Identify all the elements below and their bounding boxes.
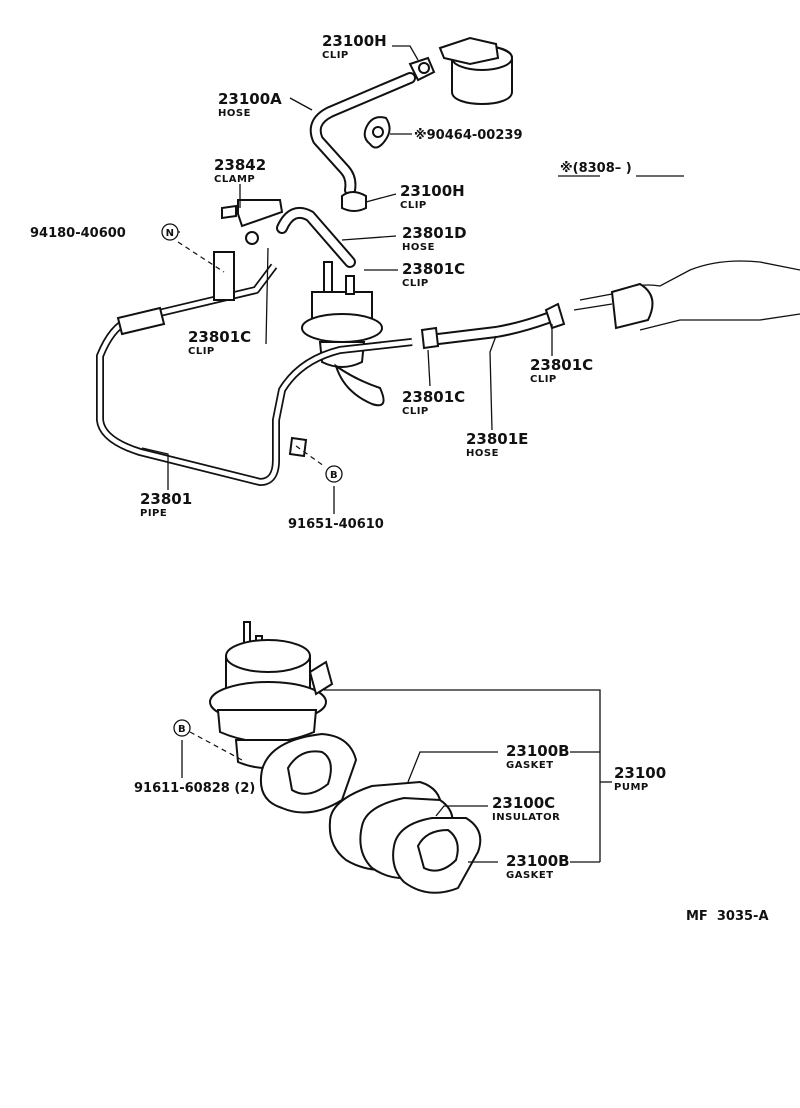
callout-c11-name: CLIP [402,406,429,417]
callout-c10-number: 23801C [530,356,593,374]
callout-c13-name: PIPE [140,508,167,519]
callout-c2-number: 23100A [218,90,282,108]
callout-c7-name: HOSE [402,242,435,253]
callout-c18-name: GASKET [506,870,554,881]
clamp-23842-drawing [221,199,284,245]
callout-c17-number: 23100C [492,794,555,812]
diagram-id: MF 3035-A [686,909,769,924]
callout-c9-name: CLIP [188,346,215,357]
callout-c15-number: 91611-60828 (2) [134,781,255,796]
gasket-plate-front-drawing [260,732,358,814]
clip-right-drawing [420,302,566,350]
badge-b-upper: B [325,465,343,483]
callout-c12-name: HOSE [466,448,499,459]
callout-c4-number: 23842 [214,156,266,174]
callout-c4-name: CLAMP [214,174,255,185]
callout-c7-number: 23801D [402,224,467,242]
callout-c19-name: PUMP [614,782,649,793]
callout-c2-name: HOSE [218,108,251,119]
callout-c19-number: 23100 [614,764,666,782]
hose-23100a-drawing [309,72,416,196]
callout-c17-name: INSULATOR [492,812,560,823]
svg-text:B: B [330,470,338,481]
leader-lines [141,45,684,863]
callout-c3-number: ※90464-00239 [414,128,523,143]
callout-c6-number: 94180-40600 [30,226,126,241]
series-note: ※(8308– ) [560,161,632,176]
callout-c8-name: CLIP [402,278,429,289]
clip-90464-drawing [363,116,391,149]
hose-23801d-drawing [276,207,356,268]
engine-outline-drawing [573,260,800,331]
clip-23100h-drawing [341,191,367,212]
callout-c11-number: 23801C [402,388,465,406]
callout-c5-number: 23100H [400,182,465,200]
callout-c1-name: CLIP [322,50,349,61]
callout-c10-name: CLIP [530,374,557,385]
callout-c13-number: 23801 [140,490,192,508]
callout-c9-number: 23801C [188,328,251,346]
gasket-stack-drawing [328,780,482,894]
hose-23801e-drawing [424,312,554,346]
callout-c8-number: 23801C [402,260,465,278]
svg-text:N: N [166,228,175,239]
fuel-pump-top-drawing [301,261,385,407]
callout-c14-number: 91651-40610 [288,517,384,532]
badge-b-lower: B [173,719,191,737]
callout-c12-number: 23801E [466,430,528,448]
pipe-23801-drawing [96,263,413,486]
callout-c18-number: 23100B [506,852,570,870]
badge-n: N [161,223,179,241]
svg-text:B: B [178,724,186,735]
clip-top-drawing [408,56,436,82]
callout-c16-number: 23100B [506,742,570,760]
callout-c16-name: GASKET [506,760,554,771]
callout-c5-name: CLIP [400,200,427,211]
fuel-filter-drawing [438,36,513,105]
callout-c1-number: 23100H [322,32,387,50]
